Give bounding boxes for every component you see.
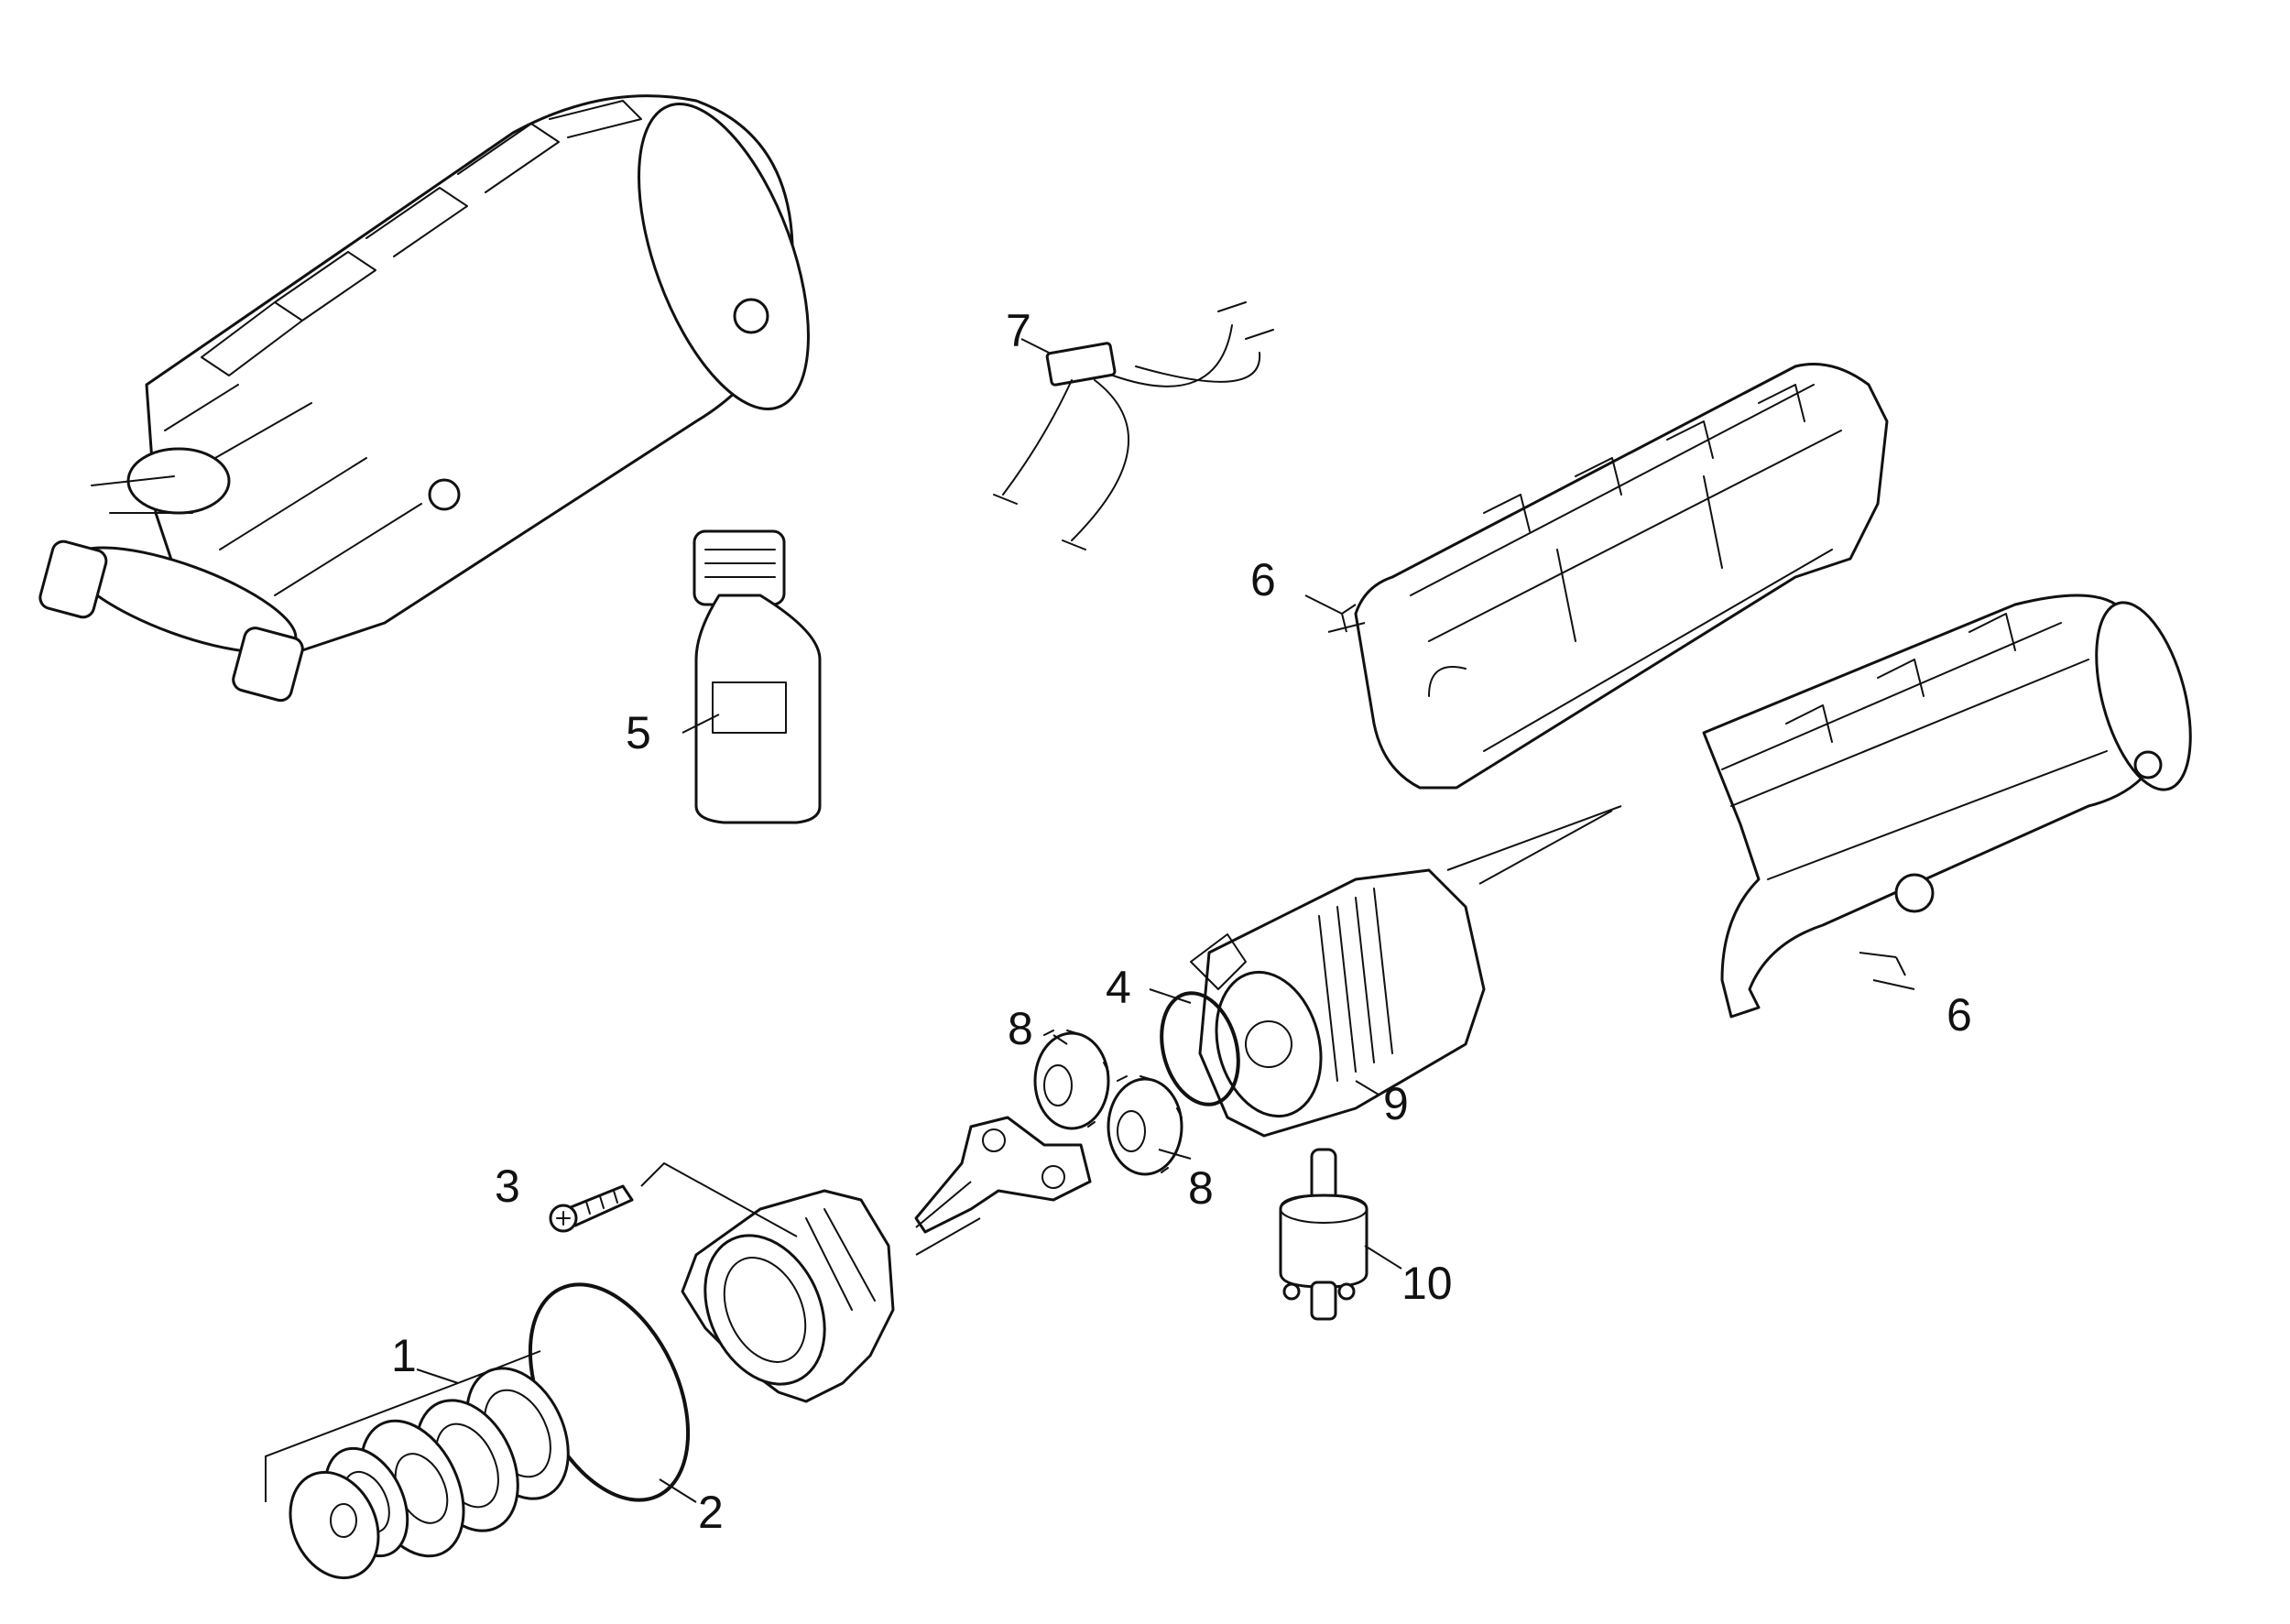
housing-half-lower — [1702, 594, 2192, 1019]
oil-bottle — [692, 529, 822, 824]
callout-4: 4 — [1106, 962, 1131, 1013]
callout-10: 10 — [1401, 1258, 1453, 1309]
callout-7: 7 — [1006, 305, 1031, 356]
pump-housing — [681, 1189, 895, 1403]
crank-shaft — [914, 1116, 1092, 1234]
gear-upper — [1033, 1030, 1110, 1130]
housing-half-upper — [1354, 363, 1889, 790]
callout-9: 9 — [1383, 1078, 1409, 1129]
callout-1: 1 — [391, 1330, 417, 1381]
callout-3: 3 — [495, 1161, 520, 1212]
leader-lines — [265, 338, 1915, 1503]
callout-5: 5 — [626, 707, 651, 758]
callout-numbers: 1 2 3 4 5 6 6 7 8 8 9 10 — [391, 305, 1972, 1538]
callout-2: 2 — [698, 1487, 724, 1538]
gear-lower — [1107, 1075, 1183, 1176]
callout-6-lower: 6 — [1946, 989, 1972, 1041]
rubber-mount — [1279, 1148, 1369, 1321]
assembled-pump-unit — [38, 94, 810, 703]
o-ring — [1160, 991, 1240, 1106]
motor — [1190, 868, 1486, 1138]
callout-8-lower: 8 — [1188, 1162, 1214, 1214]
screw — [549, 1184, 634, 1233]
wiring-harness — [993, 301, 1274, 550]
callout-6-upper: 6 — [1250, 554, 1276, 605]
callout-8-upper: 8 — [1008, 1003, 1033, 1054]
bearing-set — [289, 1367, 570, 1580]
